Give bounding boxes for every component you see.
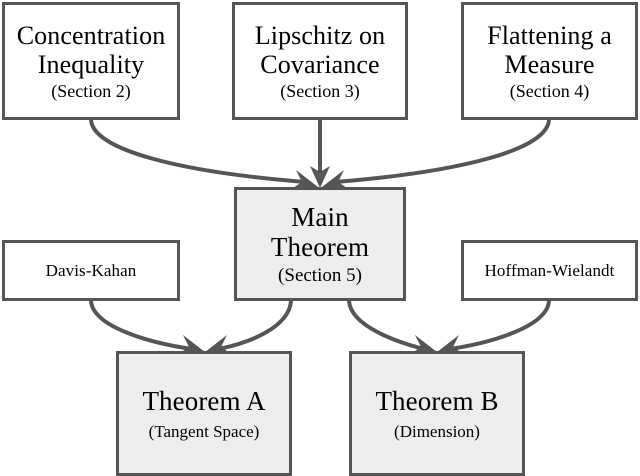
node-theorem-a[interactable]: Theorem A (Tangent Space) [116, 351, 292, 476]
node-subtitle: (Section 3) [280, 81, 360, 102]
node-lipschitz-on-covariance[interactable]: Lipschitz on Covariance (Section 3) [232, 2, 408, 120]
node-theorem-b[interactable]: Theorem B (Dimension) [349, 351, 525, 476]
edge-main-to-theorem-b [347, 300, 437, 353]
node-subtitle: (Section 5) [278, 265, 362, 287]
node-title: Flattening a Measure [487, 20, 612, 79]
node-subtitle: (Section 4) [509, 81, 590, 102]
node-subtitle: (Dimension) [394, 422, 480, 442]
edge-concentration-to-main [89, 119, 318, 188]
node-subtitle: (Section 2) [51, 81, 131, 102]
node-davis-kahan[interactable]: Davis-Kahan [2, 240, 180, 301]
node-title: Theorem A [142, 385, 266, 416]
node-subtitle: (Tangent Space) [148, 422, 260, 442]
edge-flattening-to-main [322, 119, 551, 188]
node-title: Lipschitz on Covariance [254, 20, 386, 79]
node-hoffman-wielandt[interactable]: Hoffman-Wielandt [461, 240, 638, 301]
node-concentration-inequality[interactable]: Concentration Inequality (Section 2) [2, 2, 180, 120]
node-title: Davis-Kahan [45, 260, 137, 280]
edge-main-to-theorem-a [205, 300, 293, 353]
node-main-theorem[interactable]: Main Theorem (Section 5) [234, 187, 406, 301]
edge-lipschitz-to-main [310, 120, 330, 188]
edge-daviskahan-to-theorem-a [89, 300, 205, 353]
node-title: Hoffman-Wielandt [484, 260, 615, 280]
node-title: Main Theorem [270, 201, 370, 262]
edge-hoffmanwielandt-to-theorem-b [437, 300, 551, 353]
node-title: Theorem B [375, 385, 499, 416]
node-flattening-a-measure[interactable]: Flattening a Measure (Section 4) [461, 2, 638, 120]
node-title: Concentration Inequality [16, 20, 166, 79]
